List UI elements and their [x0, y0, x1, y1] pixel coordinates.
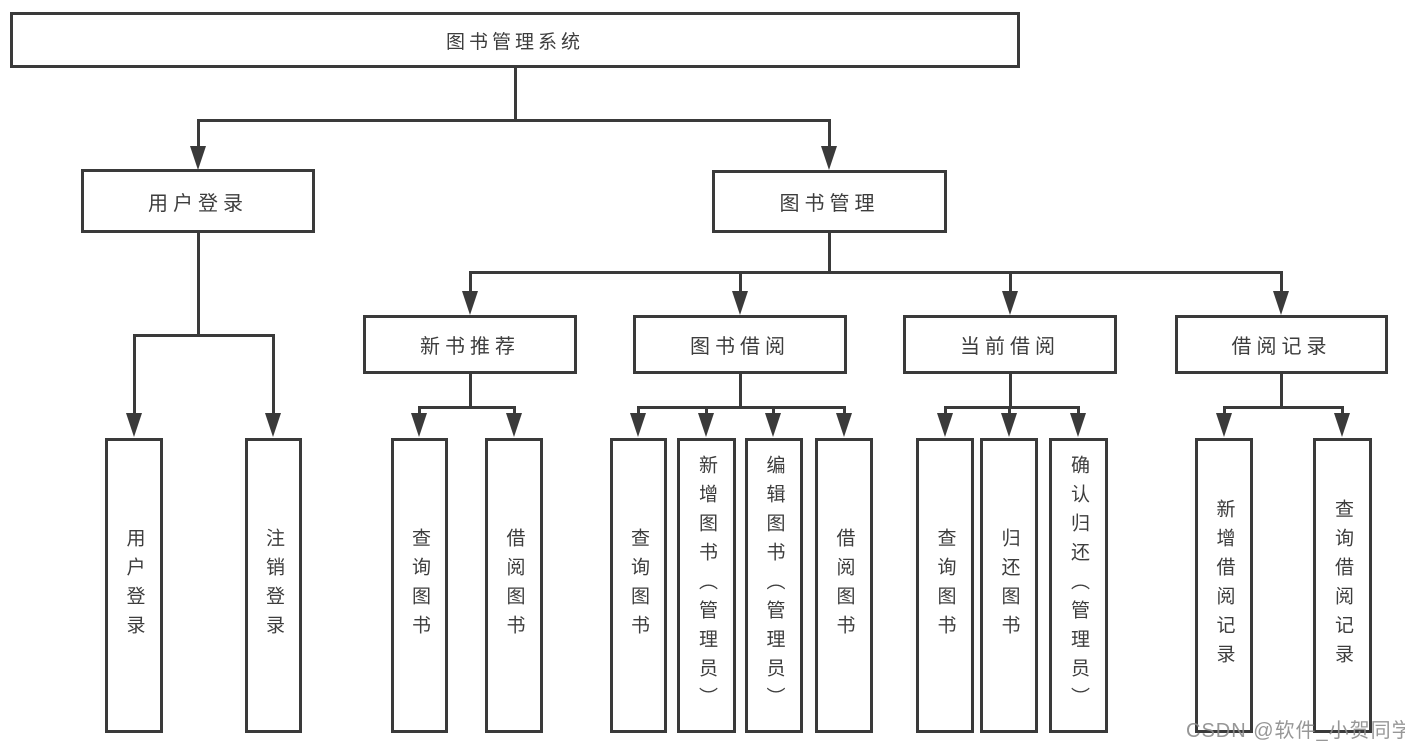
connector-stem-leaf	[944, 406, 947, 413]
arrowhead-down-icon	[265, 413, 281, 437]
arrowhead-down-icon	[1001, 413, 1017, 437]
arrowhead-down-icon	[1216, 413, 1232, 437]
connector-borrow-records-vertical	[1280, 374, 1283, 407]
arrowhead-down-icon	[190, 146, 206, 170]
arrowhead-down-icon	[1273, 291, 1289, 315]
node-user-login: 用户登录	[81, 169, 315, 233]
connector-stem-leaf	[637, 406, 640, 413]
leaf-borrow-books-1: 借阅图书	[485, 438, 543, 733]
arrowhead-down-icon	[765, 413, 781, 437]
arrowhead-down-icon	[411, 413, 427, 437]
leaf-label: 查询图书	[934, 527, 956, 644]
leaf-label: 确认归还（管理员）	[1068, 455, 1089, 716]
node-book-borrow: 图书借阅	[633, 315, 847, 374]
leaf-label: 注销登录	[263, 527, 284, 644]
watermark: CSDN @软件_小贺同学	[1186, 720, 1405, 742]
connector-stem-leaf	[1077, 406, 1080, 413]
arrowhead-down-icon	[1334, 413, 1350, 437]
connector-stem-leaf	[513, 406, 516, 413]
connector-stem-leaf	[1341, 406, 1344, 413]
node-root-label: 图书管理系统	[445, 31, 584, 53]
leaf-add-books-admin: 新增图书（管理员）	[677, 438, 736, 733]
arrowhead-down-icon	[1070, 413, 1086, 437]
connector-new-book-horizontal	[418, 406, 516, 409]
connector-stem-login-leaf	[133, 334, 136, 413]
connector-user-login-horizontal	[133, 334, 274, 337]
leaf-edit-books-admin: 编辑图书（管理员）	[745, 438, 803, 733]
arrowhead-down-icon	[462, 291, 478, 315]
leaf-user-login: 用户登录	[105, 438, 163, 733]
leaf-return-books: 归还图书	[980, 438, 1038, 733]
connector-stem-current-borrow	[1009, 271, 1012, 291]
connector-current-borrow-horizontal	[944, 406, 1079, 409]
arrowhead-down-icon	[506, 413, 522, 437]
leaf-query-books-1: 查询图书	[391, 438, 448, 733]
leaf-query-borrow-record: 查询借阅记录	[1313, 438, 1372, 733]
arrowhead-down-icon	[836, 413, 852, 437]
connector-stem-book-management	[828, 119, 831, 146]
connector-stem-borrow-records	[1280, 271, 1283, 291]
connector-root-horizontal	[197, 119, 831, 122]
node-borrow-records-label: 借阅记录	[1231, 336, 1332, 358]
node-user-login-label: 用户登录	[148, 192, 248, 215]
arrowhead-down-icon	[732, 291, 748, 315]
leaf-label: 新增图书（管理员）	[696, 455, 717, 716]
leaf-query-books-3: 查询图书	[916, 438, 974, 733]
node-new-book-recommend-label: 新书推荐	[420, 336, 520, 358]
leaf-label: 借阅图书	[833, 527, 855, 644]
connector-stem-leaf	[772, 406, 775, 413]
node-new-book-recommend: 新书推荐	[363, 315, 577, 374]
node-book-management: 图书管理	[712, 170, 947, 233]
leaf-label: 查询图书	[628, 527, 649, 644]
connector-stem-book-borrow	[739, 271, 742, 291]
leaf-label: 归还图书	[998, 527, 1020, 644]
connector-stem-user-login	[197, 119, 200, 146]
arrowhead-down-icon	[630, 413, 646, 437]
connector-new-book-vertical	[469, 374, 472, 407]
arrowhead-down-icon	[126, 413, 142, 437]
leaf-label: 查询图书	[409, 527, 430, 644]
connector-book-borrow-vertical	[739, 374, 742, 407]
connector-root-vertical	[514, 68, 517, 120]
leaf-borrow-books-2: 借阅图书	[815, 438, 873, 733]
leaf-label: 借阅图书	[503, 527, 525, 644]
node-root: 图书管理系统	[10, 12, 1020, 68]
leaf-label: 编辑图书（管理员）	[763, 455, 785, 716]
connector-stem-leaf	[843, 406, 846, 413]
connector-book-management-vertical	[828, 233, 831, 272]
leaf-label: 新增借阅记录	[1213, 498, 1235, 673]
node-current-borrow-label: 当前借阅	[960, 336, 1060, 358]
node-borrow-records: 借阅记录	[1175, 315, 1388, 374]
arrowhead-down-icon	[821, 146, 837, 170]
connector-book-borrow-horizontal	[637, 406, 845, 409]
connector-current-borrow-vertical	[1009, 374, 1012, 407]
leaf-label: 用户登录	[123, 527, 145, 644]
connector-stem-logout-leaf	[272, 334, 275, 413]
arrowhead-down-icon	[698, 413, 714, 437]
connector-user-login-vertical	[197, 233, 200, 335]
connector-stem-new-book	[469, 271, 472, 291]
leaf-logout: 注销登录	[245, 438, 302, 733]
node-book-borrow-label: 图书借阅	[690, 336, 790, 358]
leaf-query-books-2: 查询图书	[610, 438, 667, 733]
leaf-add-borrow-record: 新增借阅记录	[1195, 438, 1253, 733]
connector-borrow-records-horizontal	[1223, 406, 1344, 409]
arrowhead-down-icon	[1002, 291, 1018, 315]
arrowhead-down-icon	[937, 413, 953, 437]
leaf-label: 查询借阅记录	[1332, 498, 1353, 673]
node-book-management-label: 图书管理	[779, 193, 880, 215]
connector-stem-leaf	[1008, 406, 1011, 413]
leaf-confirm-return-admin: 确认归还（管理员）	[1049, 438, 1108, 733]
connector-stem-leaf	[418, 406, 421, 413]
connector-book-management-horizontal	[469, 271, 1283, 274]
connector-stem-leaf	[1223, 406, 1226, 413]
node-current-borrow: 当前借阅	[903, 315, 1117, 374]
connector-stem-leaf	[705, 406, 708, 413]
